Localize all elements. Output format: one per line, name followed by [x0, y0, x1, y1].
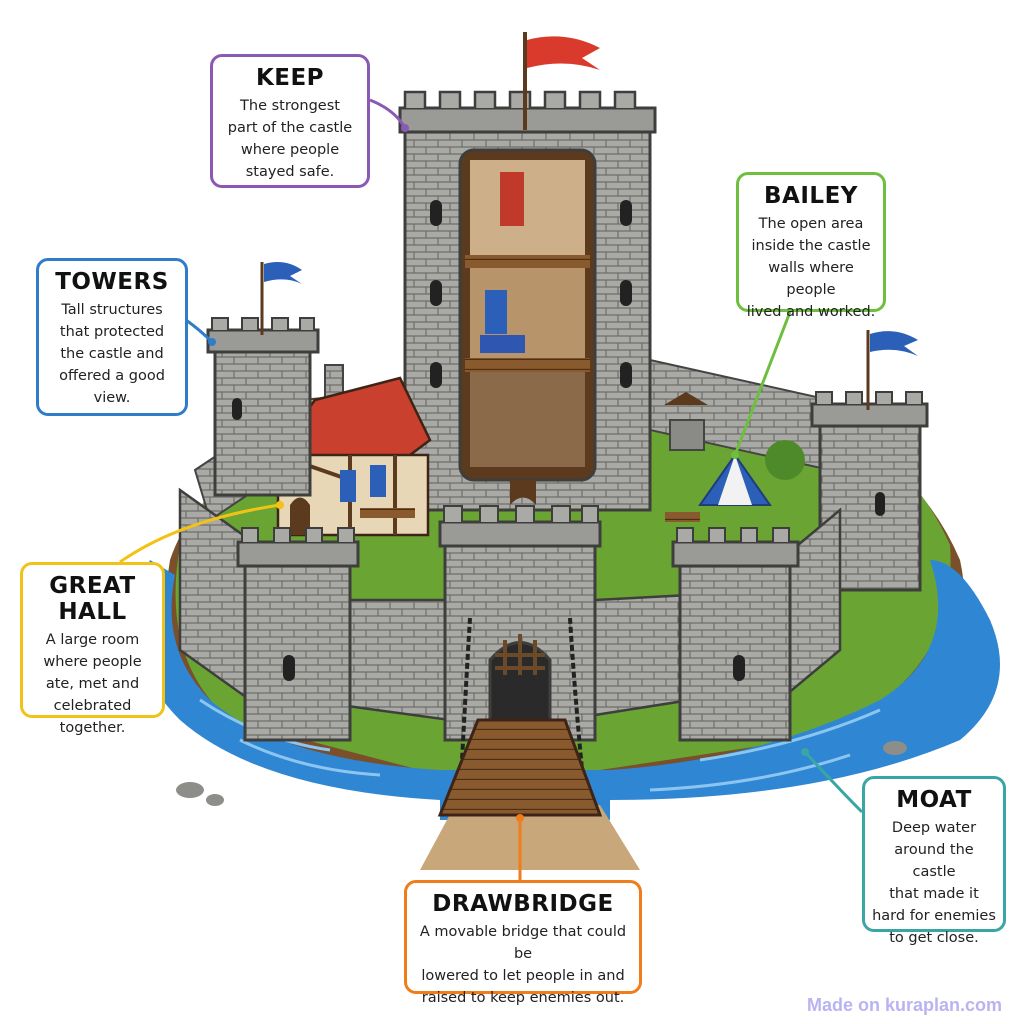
front-walls — [178, 487, 842, 722]
moat-title: MOAT — [896, 787, 972, 813]
moat-line-2: around the castle — [894, 842, 974, 880]
great-hall-line-1: A large room — [45, 632, 140, 648]
great-hall-line-5: together. — [59, 720, 126, 736]
great-hall-line-4: celebrated — [53, 698, 132, 714]
towers-title: TOWERS — [55, 269, 169, 295]
drawbridge-line-1: A movable bridge that could be — [419, 924, 627, 962]
bailey-callout: BAILEY The open area inside the castle w… — [736, 172, 886, 320]
keep-line-1: The strongest — [240, 98, 340, 114]
moat-callout: MOAT Deep water around the castle that m… — [862, 776, 1006, 946]
bailey-line-4: lived and worked. — [746, 304, 876, 320]
keep-tower — [398, 32, 657, 512]
towers-line-5: view. — [93, 390, 131, 406]
keep-line-2: part of the castle — [227, 120, 353, 136]
keep-callout: KEEP The strongest part of the castle wh… — [210, 54, 370, 188]
drawbridge-callout: DRAWBRIDGE A movable bridge that could b… — [404, 880, 642, 1006]
front-left-tower — [236, 527, 360, 742]
drawbridge-deck — [437, 718, 603, 817]
bailey-line-2: inside the castle — [751, 238, 871, 254]
bailey-line-3: walls where people — [768, 260, 854, 298]
great-hall-callout: GREAT HALL A large room where people ate… — [20, 562, 165, 736]
bailey-title: BAILEY — [764, 183, 858, 209]
towers-line-3: the castle and — [60, 346, 164, 362]
drawbridge-title: DRAWBRIDGE — [432, 891, 614, 917]
front-right-tower — [671, 527, 800, 742]
left-tower — [206, 262, 320, 497]
watermark[interactable]: Made on kuraplan.com — [806, 995, 1002, 1015]
moat-line-3: that made it — [889, 886, 979, 902]
drawbridge-line-2: lowered to let people in and — [421, 968, 625, 984]
towers-line-4: offered a good — [59, 368, 165, 384]
leader-lines — [119, 98, 864, 880]
great-hall-line-2: where people — [43, 654, 142, 670]
towers-line-1: Tall structures — [61, 302, 163, 318]
keep-line-3: where people — [240, 142, 340, 158]
towers-callout: TOWERS Tall structures that protected th… — [36, 258, 188, 416]
towers-line-2: that protected — [59, 324, 165, 340]
great-hall-line-3: ate, met and — [45, 676, 140, 692]
bailey-line-1: The open area — [758, 216, 864, 232]
great-hall-title: GREAT HALL — [49, 573, 136, 625]
dirt-path — [420, 805, 640, 870]
keep-line-4: stayed safe. — [245, 164, 335, 180]
moat-line-4: hard for enemies — [872, 908, 996, 924]
moat-line-1: Deep water — [891, 820, 977, 836]
bailey-courtyard — [664, 392, 805, 522]
keep-title: KEEP — [255, 65, 325, 91]
drawbridge-line-3: raised to keep enemies out. — [421, 990, 625, 1006]
moat-line-5: to get close. — [889, 930, 979, 946]
